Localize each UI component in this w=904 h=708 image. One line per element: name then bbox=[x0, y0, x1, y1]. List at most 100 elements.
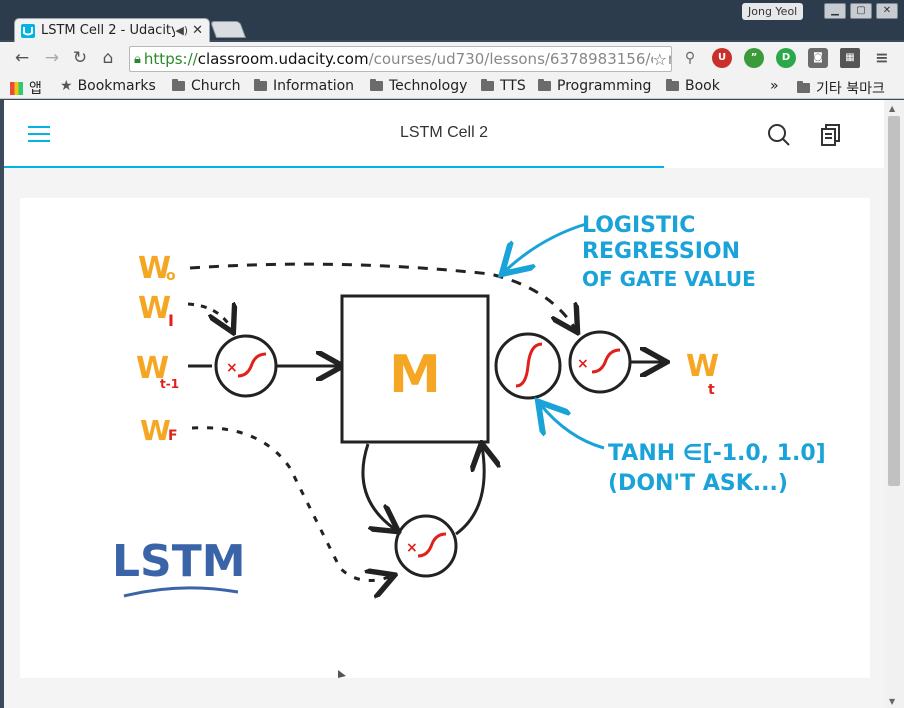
url-host: classroom.udacity.com bbox=[197, 50, 369, 68]
bookmark-item-technology[interactable]: Technology bbox=[370, 78, 467, 94]
video-stage: W o W I W t-1 W F bbox=[4, 168, 884, 708]
logistic-note: LOGISTIC REGRESSION OF GATE VALUE bbox=[582, 213, 756, 291]
maximize-button[interactable]: ▢ bbox=[850, 3, 872, 19]
profile-button[interactable]: Jong Yeol bbox=[742, 3, 804, 20]
input-labels: W o W I W t-1 W F bbox=[136, 251, 179, 447]
bookmark-label: Church bbox=[191, 78, 241, 94]
bookmark-label: 기타 북마크 bbox=[816, 81, 885, 97]
zoom-icon[interactable]: ⚲ bbox=[684, 50, 696, 66]
memory-label: M bbox=[389, 345, 441, 405]
multiply-symbol: × bbox=[406, 540, 418, 556]
bookmark-item-tts[interactable]: TTS bbox=[481, 78, 526, 94]
input-gate bbox=[214, 334, 278, 398]
extension-quote-icon[interactable]: ” bbox=[744, 48, 764, 68]
extension-keyboard-icon[interactable]: ▦ bbox=[840, 48, 860, 68]
address-bar[interactable]: 🔒︎ https://classroom.udacity.com/courses… bbox=[129, 46, 672, 72]
folder-icon bbox=[797, 81, 810, 93]
input-wt1-sub: t-1 bbox=[160, 377, 179, 391]
note-logistic-line1: LOGISTIC bbox=[582, 213, 695, 238]
search-icon[interactable] bbox=[766, 122, 792, 148]
scroll-down-arrow-icon[interactable]: ▼ bbox=[889, 697, 896, 706]
close-window-button[interactable]: ✕ bbox=[876, 3, 898, 19]
folder-icon bbox=[481, 79, 494, 91]
bookmark-label: Information bbox=[273, 78, 355, 94]
tanh-note: TANH ∈[-1.0, 1.0] (DON'T ASK...) bbox=[608, 441, 826, 496]
forget-to-memory-arrow bbox=[455, 446, 484, 536]
sigmoid-curve bbox=[237, 352, 267, 378]
wf-dashed-connection bbox=[191, 426, 392, 581]
menu-icon[interactable]: ≡ bbox=[875, 48, 889, 67]
audio-playing-icon[interactable]: ◀︎) bbox=[175, 24, 189, 37]
bookmark-item-bookmarks[interactable]: ★ Bookmarks bbox=[60, 78, 156, 94]
wi-dashed-connection bbox=[187, 304, 232, 330]
hamburger-menu-icon[interactable] bbox=[28, 126, 50, 142]
classroom-header: LSTM Cell 2 bbox=[4, 100, 884, 168]
output-sub: t bbox=[708, 382, 715, 398]
bookmarks-bar: 앱 ★ Bookmarks Church Information Technol… bbox=[0, 75, 904, 99]
apps-grid-icon bbox=[10, 81, 23, 95]
note-tanh-line2: (DON'T ASK...) bbox=[608, 471, 788, 496]
multiply-symbol: × bbox=[226, 360, 238, 376]
bookmark-star-icon[interactable]: ☆ bbox=[652, 50, 667, 69]
folder-icon bbox=[370, 79, 383, 91]
bookmark-label: TTS bbox=[500, 78, 526, 94]
apps-bookmark[interactable]: 앱 bbox=[10, 78, 42, 98]
output-label: W bbox=[686, 349, 719, 384]
bookmark-item-information[interactable]: Information bbox=[254, 78, 354, 94]
bookmark-item-church[interactable]: Church bbox=[172, 78, 241, 94]
url-scheme: https:// bbox=[143, 50, 198, 68]
forward-arrow-icon[interactable]: → bbox=[44, 48, 60, 68]
sigmoid-curve bbox=[591, 348, 621, 374]
extension-d-icon[interactable]: D bbox=[776, 48, 796, 68]
input-wt1: W bbox=[136, 351, 169, 386]
folder-icon bbox=[254, 79, 267, 91]
lesson-progress-bar bbox=[4, 166, 664, 168]
back-arrow-icon[interactable]: ← bbox=[14, 48, 30, 68]
note-tanh-line1: TANH ∈[-1.0, 1.0] bbox=[608, 441, 826, 466]
bookmark-label: Bookmarks bbox=[77, 78, 156, 94]
bookmark-label: Book bbox=[685, 78, 720, 94]
folder-icon bbox=[172, 79, 185, 91]
notes-icon[interactable] bbox=[818, 122, 844, 148]
tab-title: LSTM Cell 2 - Udacity bbox=[41, 23, 176, 38]
tab-close-icon[interactable]: ✕ bbox=[192, 23, 203, 38]
bookmarks-overflow-button[interactable]: » bbox=[770, 78, 779, 94]
page-content: LSTM Cell 2 bbox=[4, 100, 884, 708]
minimize-button[interactable]: ▁ bbox=[824, 3, 846, 19]
input-wo-sub: o bbox=[166, 268, 176, 284]
input-wf: W bbox=[140, 414, 171, 447]
memory-cell bbox=[340, 294, 490, 444]
bookmark-label: Technology bbox=[389, 78, 468, 94]
input-wo: W bbox=[138, 251, 171, 286]
url-path: /courses/ud730/lessons/6378983156/concep… bbox=[368, 50, 671, 68]
forget-gate bbox=[394, 514, 458, 578]
reload-icon[interactable]: ↻ bbox=[72, 48, 88, 68]
sigmoid-curve bbox=[417, 532, 447, 558]
browser-toolbar: ← → ↻ ⌂ 🔒︎ https://classroom.udacity.com… bbox=[0, 42, 904, 75]
tanh-arrow bbox=[540, 404, 605, 450]
apps-label: 앱 bbox=[29, 81, 42, 97]
lstm-label: LSTM bbox=[112, 536, 246, 587]
input-wi-sub: I bbox=[168, 311, 174, 330]
page-scrollbar[interactable]: ▲ ▼ bbox=[884, 100, 904, 708]
bookmark-item-programming[interactable]: Programming bbox=[538, 78, 651, 94]
other-bookmarks[interactable]: 기타 북마크 bbox=[797, 78, 885, 98]
lecture-video[interactable]: W o W I W t-1 W F bbox=[20, 198, 870, 678]
cursor-icon bbox=[338, 670, 346, 678]
star-icon: ★ bbox=[60, 78, 73, 94]
scroll-thumb[interactable] bbox=[888, 116, 900, 486]
browser-tab[interactable]: LSTM Cell 2 - Udacity ◀︎) ✕ bbox=[14, 18, 210, 42]
extension-shield-icon[interactable]: U bbox=[712, 48, 732, 68]
scroll-up-arrow-icon[interactable]: ▲ bbox=[889, 104, 896, 113]
input-wi: W bbox=[138, 291, 171, 326]
home-icon[interactable]: ⌂ bbox=[102, 48, 114, 68]
note-logistic-line2: REGRESSION bbox=[582, 239, 740, 264]
note-logistic-line3: OF GATE VALUE bbox=[582, 267, 756, 291]
extension-camera-icon[interactable]: ◙ bbox=[808, 48, 828, 68]
lock-icon: 🔒︎ bbox=[134, 51, 141, 67]
multiply-symbol: × bbox=[577, 356, 589, 372]
new-tab-button[interactable] bbox=[209, 21, 247, 38]
wo-dashed-connection bbox=[189, 262, 576, 330]
bookmark-item-book[interactable]: Book bbox=[666, 78, 720, 94]
